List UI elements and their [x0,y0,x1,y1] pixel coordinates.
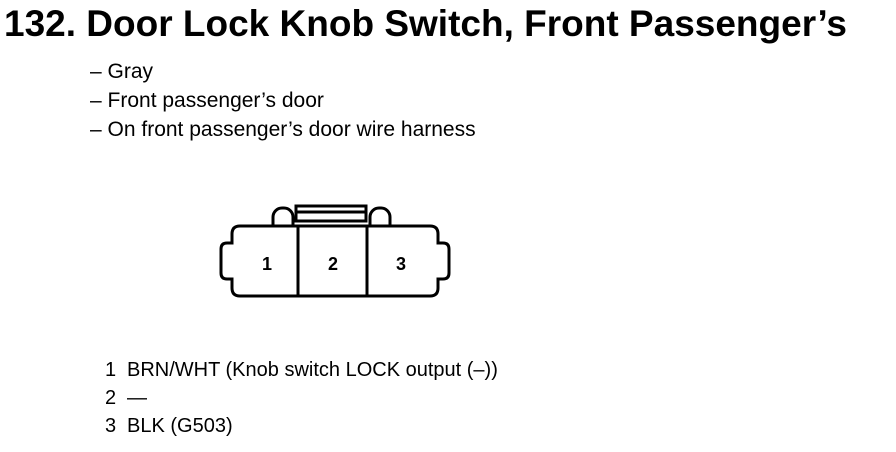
pin-description: — [127,387,147,409]
cavity-label-3: 3 [396,254,406,274]
attribute-color: – Gray [90,60,154,83]
pin-number: 2 [105,387,117,409]
pin-description: BLK (G503) [127,415,233,437]
connector-diagram: 1 2 3 [219,204,451,298]
attribute-location: – Front passenger’s door [90,89,324,112]
connector-outline [219,204,451,298]
connector-attributes: – Gray – Front passenger’s door – On fro… [90,57,476,144]
pin-number: 3 [105,415,117,437]
cavity-label-1: 1 [262,254,272,274]
pin-row: 2— [105,384,498,412]
pin-row: 3 BLK (G503) [105,412,498,440]
page-title: 132. Door Lock Knob Switch, Front Passen… [4,3,847,44]
pin-number: 1 [105,359,117,381]
pin-list: 1 BRN/WHT (Knob switch LOCK output (–)) 2… [105,356,498,440]
attribute-harness: – On front passenger’s door wire harness [90,118,476,141]
pin-row: 1 BRN/WHT (Knob switch LOCK output (–)) [105,356,498,384]
cavity-label-2: 2 [328,254,338,274]
pin-description: BRN/WHT (Knob switch LOCK output (–)) [127,359,498,381]
